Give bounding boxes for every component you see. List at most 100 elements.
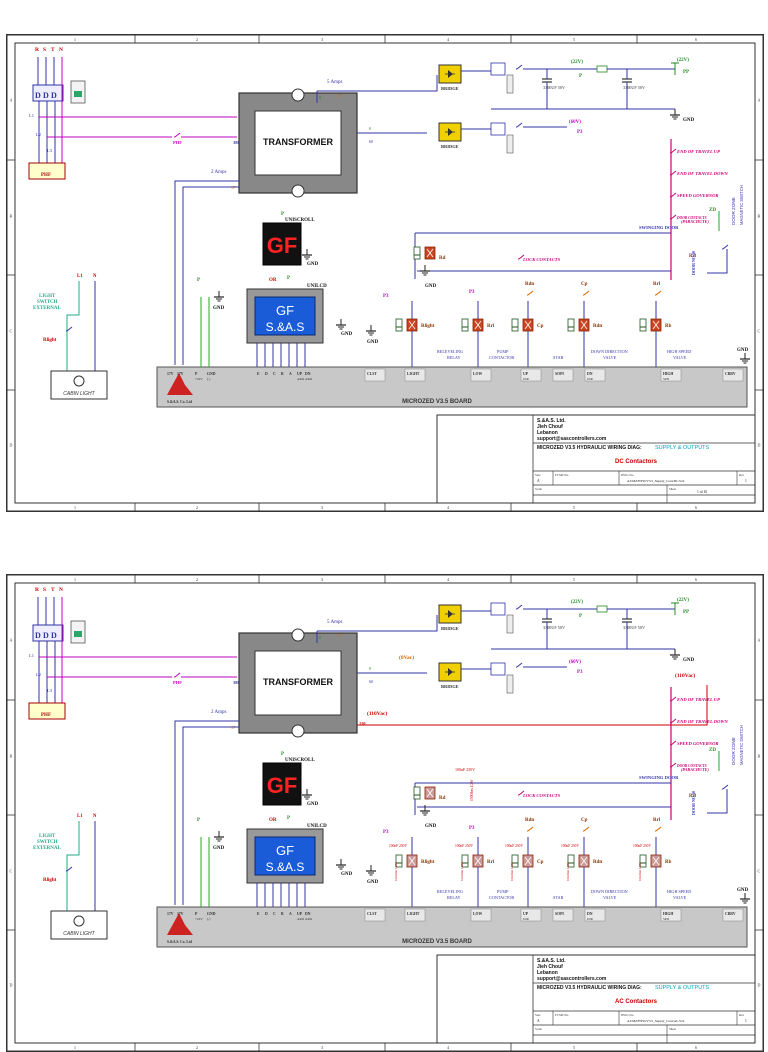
p3-label: P3 bbox=[469, 826, 475, 831]
phase-label: S bbox=[43, 587, 46, 593]
safety-contact bbox=[670, 718, 677, 724]
rrl-wire bbox=[707, 249, 728, 274]
board-label: MICROZED V3.5 BOARD bbox=[402, 399, 472, 405]
grid-row-letter: B bbox=[758, 754, 761, 759]
phase-failure-relay bbox=[28, 162, 66, 180]
board-terminal: LOW bbox=[473, 912, 482, 916]
relay-contact-label: Cp bbox=[581, 282, 588, 287]
grid-column-number: 1 bbox=[74, 37, 76, 42]
board-terminal: UP bbox=[297, 912, 303, 916]
tb-scale-label: Scale bbox=[535, 487, 542, 491]
lock-contact bbox=[518, 254, 525, 260]
grid-column-number: 1 bbox=[74, 577, 76, 582]
sec-wire bbox=[317, 75, 438, 92]
phf-wire-label: PHF bbox=[173, 140, 182, 145]
relay-contact-label: Rdn bbox=[525, 818, 534, 823]
board-terminal: C bbox=[273, 372, 276, 376]
grid-row-letter: D bbox=[758, 983, 761, 988]
volt-22-out: (22V) bbox=[677, 58, 689, 63]
output-relay-label: Rrl bbox=[487, 860, 495, 865]
tb-rev: 1 bbox=[745, 1019, 747, 1023]
board-terminal: 17V bbox=[177, 372, 184, 376]
board-terminal: B bbox=[281, 372, 284, 376]
resistor-label: 100Ohm 1/2W bbox=[394, 862, 398, 881]
door-zone-sub: MAGNETIC SWITCH bbox=[739, 185, 744, 225]
grid-column-number: 5 bbox=[573, 1045, 575, 1050]
light-switch-contact bbox=[66, 326, 73, 332]
capacitor-label: 3300UF 50V bbox=[543, 85, 565, 90]
grid-column-number: 5 bbox=[573, 505, 575, 510]
gnd-label: GND bbox=[213, 846, 225, 851]
uniscroll-led-text: GF bbox=[267, 233, 298, 258]
terminal-pad bbox=[404, 368, 426, 382]
company-city: Jieh Chouf bbox=[537, 424, 563, 430]
company-logo-icon bbox=[167, 373, 193, 395]
coil-mark bbox=[474, 320, 482, 330]
board-terminal: LIGHT bbox=[407, 912, 420, 916]
tb-sheet-label: Sheet bbox=[669, 1027, 676, 1031]
board-terminal: 17V bbox=[167, 912, 174, 916]
board-terminal: HIGH bbox=[663, 372, 673, 376]
pump-label: PUMP bbox=[497, 349, 509, 354]
mount-hole bbox=[291, 628, 305, 642]
tb-rev-label: Rev bbox=[739, 1013, 745, 1017]
n-label: N bbox=[93, 814, 97, 819]
sheet-title: MICROZED V3.5 HYDRAULIC WIRING DIAG: bbox=[537, 985, 642, 991]
bridge-label: BRIDGE bbox=[441, 684, 459, 689]
board-terminal: UP bbox=[297, 372, 303, 376]
gnd-label: GND bbox=[213, 306, 225, 311]
gnd-label: GND bbox=[737, 888, 749, 893]
phf-label: PHF bbox=[41, 173, 51, 178]
output-diode bbox=[567, 854, 575, 868]
gnd-label: GND bbox=[307, 262, 319, 267]
l1-label: L1 bbox=[29, 113, 34, 118]
rd-label: Rd bbox=[439, 796, 446, 801]
tap-60: 60 bbox=[369, 139, 373, 144]
snubber-label: 100nF 250V bbox=[389, 844, 407, 848]
board-terminal-sub: +22V bbox=[195, 377, 203, 381]
light-bulb-icon bbox=[73, 915, 85, 927]
p-label: P bbox=[579, 614, 582, 619]
board-terminal: CBRV bbox=[725, 912, 736, 916]
output-diode bbox=[511, 854, 519, 868]
light-switch-label: SWITCH bbox=[37, 300, 58, 305]
door-no-label: DOOR NO.30 bbox=[691, 251, 696, 275]
breaker-pole: D bbox=[43, 91, 49, 100]
relevel-label: RELAY bbox=[447, 895, 461, 900]
sheet-subtitle: AC Contactors bbox=[615, 999, 658, 1005]
safety-chain-label: END OF TRAVEL UP bbox=[676, 697, 720, 702]
grid-column-number: 6 bbox=[695, 577, 697, 582]
board-supply bbox=[174, 720, 239, 905]
phase-label: S bbox=[43, 47, 46, 53]
grid-row-letter: D bbox=[10, 983, 13, 988]
relay-contact bbox=[583, 290, 590, 296]
tap-380: 380 bbox=[233, 680, 241, 685]
company-country: Lebanon bbox=[537, 430, 558, 436]
relay-contact bbox=[655, 290, 662, 296]
grid-column-number: 5 bbox=[573, 37, 575, 42]
lock-contacts-label: LOCK CONTACTS bbox=[522, 793, 561, 798]
tap-17: 17 bbox=[231, 725, 235, 730]
company-email: support@sascontrollers.com bbox=[537, 436, 607, 442]
terminal-pad bbox=[722, 368, 744, 382]
relay-contact bbox=[527, 290, 534, 296]
gnd-label: GND bbox=[367, 340, 379, 345]
light-switch-label: SWITCH bbox=[37, 840, 58, 845]
grid-column-number: 4 bbox=[447, 577, 449, 582]
logo-text: S.&A.S. Co. Ltd bbox=[167, 940, 192, 944]
governor-sub: (PARACHUTE) bbox=[681, 219, 709, 224]
ac-supply-wire bbox=[357, 685, 708, 726]
board-terminal: E bbox=[257, 912, 260, 916]
l2-label: L2 bbox=[36, 132, 41, 137]
sheet-title-highlight: SUPPLY & OUTPUTS bbox=[655, 985, 710, 991]
p-label: P bbox=[197, 818, 200, 823]
tb-doc-name: A3/MZ/HYD/V3.5_Supply_Cont/AC.Sch bbox=[627, 1019, 685, 1023]
snubber-label: 100nF 250V bbox=[505, 844, 523, 848]
unilcd-screen bbox=[254, 296, 316, 336]
grid-column-number: 4 bbox=[447, 505, 449, 510]
coil-mark bbox=[408, 320, 416, 330]
microzed-board bbox=[156, 366, 748, 408]
pump-label: CONTACTOR bbox=[489, 355, 514, 360]
fuse-5a-label: 5 Amps bbox=[327, 620, 342, 625]
